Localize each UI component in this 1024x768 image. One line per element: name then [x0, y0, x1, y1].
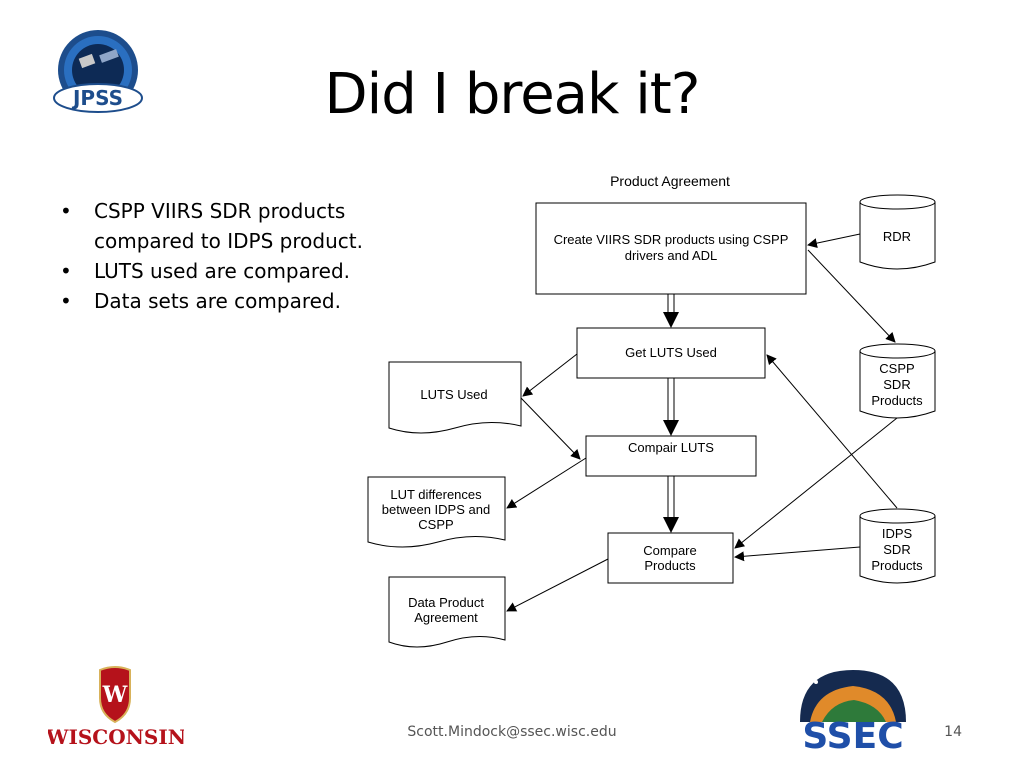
lut-differences-label-line1: LUT differences — [390, 487, 482, 502]
arrow-lutsused-to-compair — [520, 397, 581, 460]
footer-email: Scott.Mindock@ssec.wisc.edu — [407, 724, 617, 740]
wisconsin-logo: W WISCONSIN — [48, 666, 184, 749]
lut-differences-label-line3: CSPP — [418, 517, 453, 532]
idps-products-label-line3: Products — [871, 558, 923, 573]
cspp-products-datastore: CSPP SDR Products — [859, 343, 936, 419]
bullet-item: CSPP VIIRS SDR products compared to IDPS… — [60, 196, 420, 256]
flow-arrow-create-to-getluts — [663, 294, 679, 328]
lut-differences-label-line2: between IDPS and — [382, 502, 490, 517]
bullet-item: LUTS used are compared. — [60, 256, 420, 286]
idps-products-datastore: IDPS SDR Products — [859, 508, 936, 584]
arrow-compare-to-agreement — [506, 558, 609, 612]
slide-title: Did I break it? — [324, 62, 701, 127]
compair-luts-label: Compair LUTS — [628, 440, 714, 455]
diagram-heading: Product Agreement — [610, 173, 730, 189]
jpss-logo-text: JPSS — [71, 86, 123, 110]
compare-products-label-line2: Products — [644, 558, 696, 573]
data-product-agreement-label-line2: Agreement — [414, 610, 478, 625]
bullet-item: Data sets are compared. — [60, 286, 420, 316]
ssec-logo: SSEC — [800, 670, 906, 754]
ssec-logo-text: SSEC — [802, 716, 903, 754]
arrow-compair-to-lutdiff — [506, 457, 587, 509]
idps-products-label-line1: IDPS — [882, 526, 913, 541]
jpss-logo: JPSS — [53, 30, 143, 113]
arrow-getluts-to-lutsused — [522, 353, 578, 397]
wisconsin-logo-text: WISCONSIN — [48, 725, 184, 749]
lut-differences-document: LUT differences between IDPS and CSPP — [367, 476, 506, 548]
get-luts-label: Get LUTS Used — [625, 345, 717, 360]
bullet-list: CSPP VIIRS SDR products compared to IDPS… — [60, 196, 420, 316]
create-products-label-line2: drivers and ADL — [625, 248, 718, 263]
create-products-box: Create VIIRS SDR products using CSPP dri… — [535, 202, 807, 295]
arrow-idps-to-compare — [734, 546, 861, 562]
arrow-idps-to-getluts — [766, 354, 898, 509]
page-number: 14 — [944, 724, 962, 740]
luts-used-document: LUTS Used — [388, 361, 522, 434]
cspp-products-label-line1: CSPP — [879, 361, 914, 376]
arrow-rdr-to-create — [807, 233, 861, 249]
arrow-cspp-to-compare — [734, 417, 898, 549]
create-products-label-line1: Create VIIRS SDR products using CSPP — [554, 232, 789, 247]
flow-arrow-getluts-to-compair — [663, 378, 679, 436]
compare-products-label-line1: Compare — [643, 543, 696, 558]
cspp-products-label-line3: Products — [871, 393, 923, 408]
rdr-label: RDR — [883, 229, 911, 244]
luts-used-label: LUTS Used — [420, 387, 487, 402]
rdr-datastore: RDR — [859, 194, 936, 270]
arrow-create-to-cspp — [807, 249, 896, 343]
data-product-agreement-document: Data Product Agreement — [388, 576, 506, 648]
get-luts-box: Get LUTS Used — [576, 327, 766, 379]
compare-products-box: Compare Products — [607, 532, 734, 584]
data-product-agreement-label-line1: Data Product — [408, 595, 484, 610]
idps-products-label-line2: SDR — [883, 542, 910, 557]
svg-text:W: W — [102, 682, 128, 708]
compair-luts-box: Compair LUTS — [585, 435, 757, 477]
flow-arrow-compair-to-compare — [663, 476, 679, 533]
cspp-products-label-line2: SDR — [883, 377, 910, 392]
